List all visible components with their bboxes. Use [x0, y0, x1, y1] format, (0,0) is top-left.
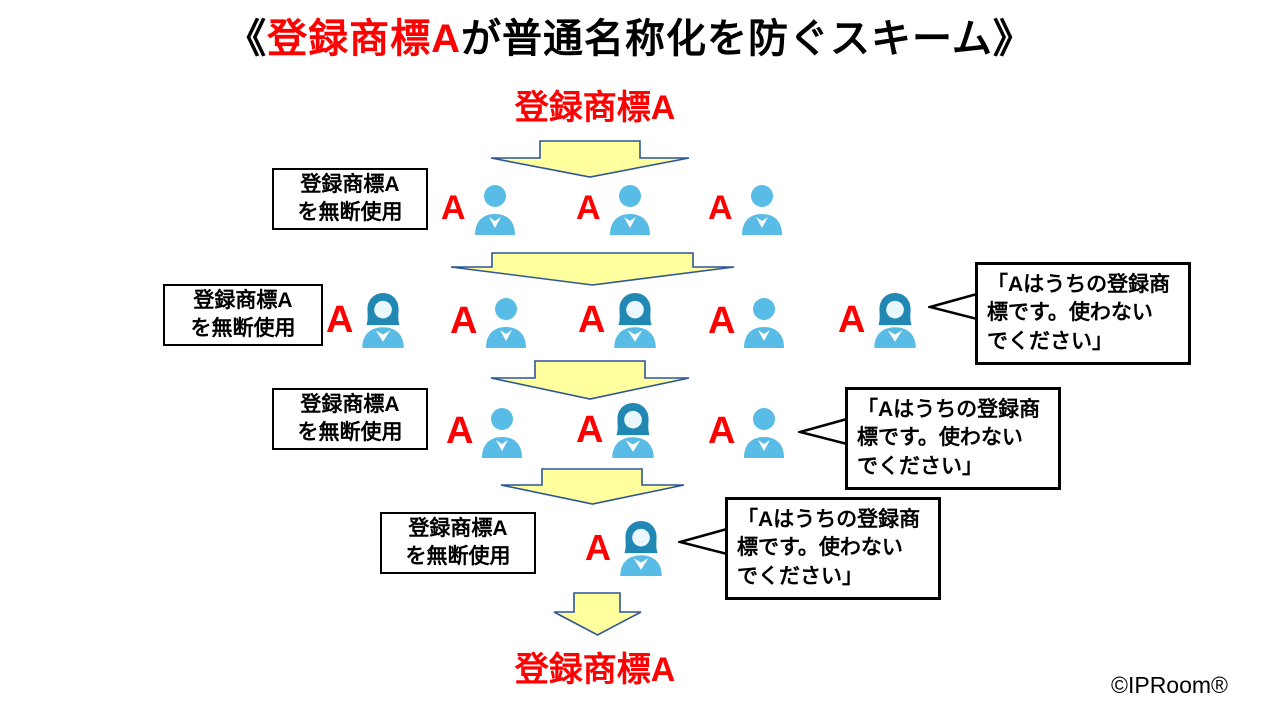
trademark-letter: A — [576, 189, 601, 227]
unauthorized-use-label-2: 登録商標A を無断使用 — [163, 284, 323, 346]
trademark-user-1-3: A — [708, 181, 785, 235]
bottom-trademark-label: 登録商標A — [514, 651, 676, 689]
trademark-user-3-2: A — [576, 402, 657, 458]
trademark-letter: A — [326, 299, 354, 341]
trademark-user-3-1: A — [446, 404, 525, 458]
top-trademark-label: 登録商標A — [514, 89, 676, 127]
trademark-letter: A — [576, 409, 604, 451]
trademark-letter: A — [450, 300, 478, 342]
page-title: 《登録商標Aが普通名称化を防ぐスキーム》 — [0, 6, 1260, 64]
man-icon — [741, 185, 782, 235]
callout-pointer-4 — [678, 527, 728, 556]
trademark-user-4-1: A — [585, 520, 665, 576]
down-arrow-4 — [500, 468, 685, 505]
callout-pointer-2 — [928, 292, 978, 321]
title-trademark-highlight: 登録商標A — [267, 17, 462, 61]
trademark-user-2-3: A — [578, 292, 659, 348]
trademark-letter: A — [708, 300, 736, 342]
trademark-user-2-4: A — [708, 294, 787, 348]
trademark-letter: A — [838, 299, 866, 341]
unauthorized-use-label-1: 登録商標A を無断使用 — [272, 168, 428, 230]
trademark-user-2-5: A — [838, 292, 919, 348]
warning-callout-2: 「Aはうちの登録商 標です。使わない でください」 — [975, 262, 1191, 366]
unauthorized-use-label-3: 登録商標A を無断使用 — [272, 388, 428, 450]
callout-pointer-3 — [798, 417, 848, 446]
warning-callout-4: 「Aはうちの登録商 標です。使わない でください」 — [725, 497, 941, 601]
trademark-user-3-3: A — [708, 404, 787, 458]
trademark-user-1-1: A — [441, 181, 518, 235]
trademark-user-2-2: A — [450, 294, 529, 348]
woman-icon — [614, 293, 657, 348]
title-rest: が普通名称化を防ぐスキーム》 — [461, 17, 1034, 61]
woman-icon — [620, 521, 662, 576]
trademark-letter: A — [441, 189, 466, 227]
down-arrow-3 — [490, 360, 690, 400]
trademark-letter: A — [585, 527, 611, 568]
down-arrow-2 — [450, 252, 735, 286]
man-icon — [486, 298, 527, 348]
trademark-user-1-2: A — [576, 181, 653, 235]
woman-icon — [874, 293, 917, 348]
trademark-user-2-1: A — [326, 292, 407, 348]
down-arrow-5 — [553, 592, 642, 636]
copyright-notice: ©IPRoom® — [1111, 672, 1228, 698]
trademark-letter: A — [578, 299, 606, 341]
woman-icon — [612, 403, 655, 458]
unauthorized-use-label-4: 登録商標A を無断使用 — [380, 512, 536, 574]
trademark-letter: A — [708, 410, 736, 452]
man-icon — [474, 185, 515, 235]
man-icon — [609, 185, 650, 235]
title-bracket-open: 《 — [226, 17, 268, 61]
down-arrow-1 — [490, 140, 690, 178]
man-icon — [482, 408, 523, 458]
woman-icon — [362, 293, 405, 348]
trademark-letter: A — [708, 189, 733, 227]
warning-callout-3: 「Aはうちの登録商 標です。使わない でください」 — [845, 387, 1061, 491]
man-icon — [744, 298, 785, 348]
man-icon — [744, 408, 785, 458]
trademark-letter: A — [446, 410, 474, 452]
